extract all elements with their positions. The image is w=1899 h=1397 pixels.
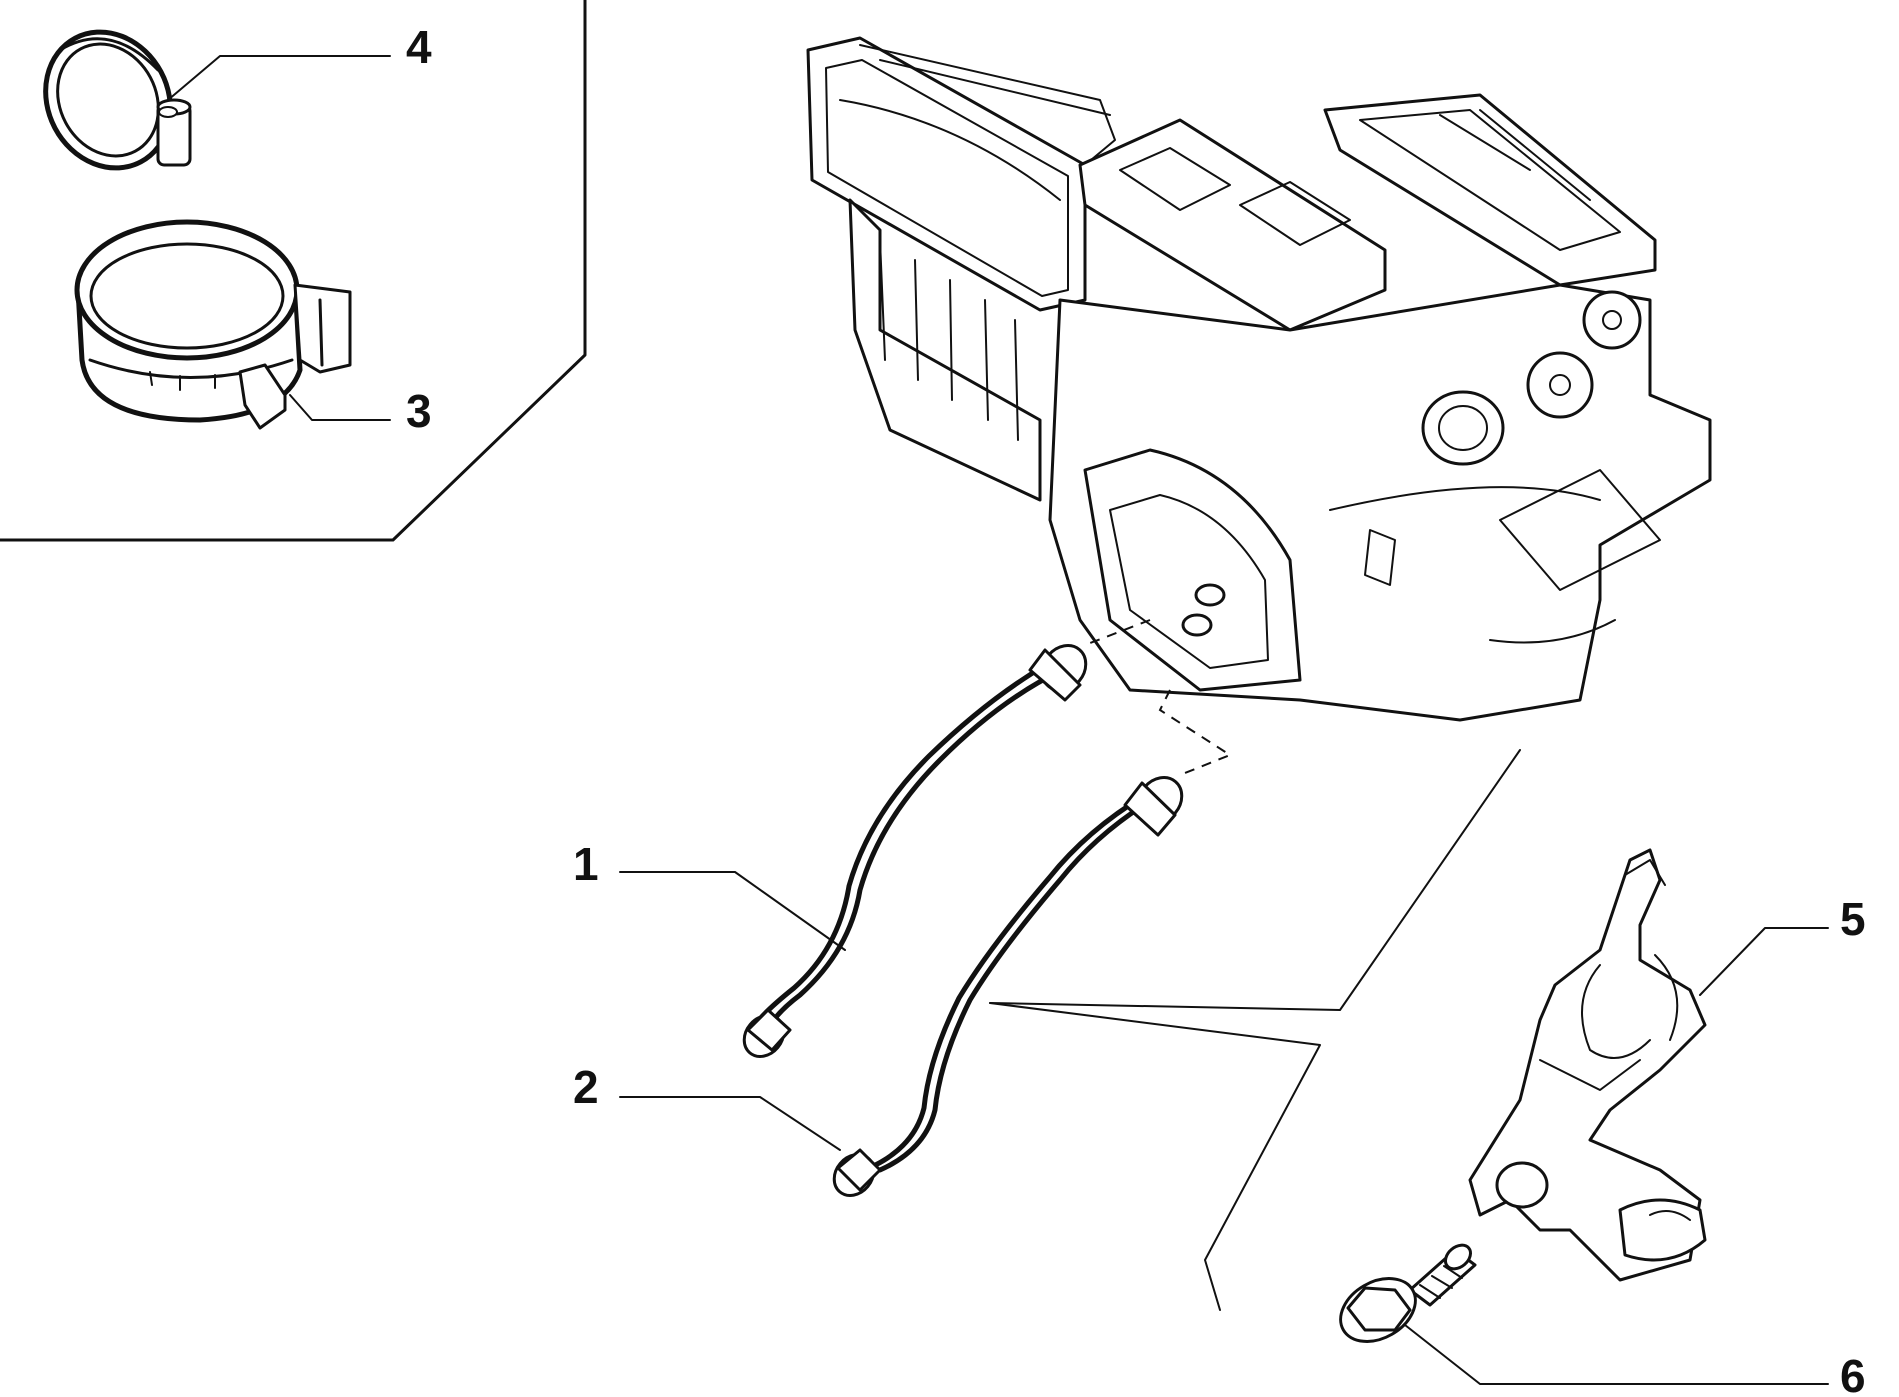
leader-lines xyxy=(167,55,1829,1385)
callout-5: 5 xyxy=(1840,893,1866,945)
hose-icon[interactable] xyxy=(736,637,1095,1065)
leader-line-6 xyxy=(1404,1324,1829,1385)
callout-6: 6 xyxy=(1840,1350,1866,1397)
callout-4: 4 xyxy=(406,21,432,73)
inset-frame xyxy=(0,0,587,542)
leader-line-3 xyxy=(289,394,391,421)
leader-line-2 xyxy=(619,1096,841,1151)
callout-labels: 4 3 1 2 5 6 xyxy=(406,21,1866,1397)
heater-hvac-housing-icon xyxy=(806,36,1712,722)
callout-2: 2 xyxy=(573,1061,599,1113)
callout-3: 3 xyxy=(406,385,432,437)
leader-line-5 xyxy=(1699,927,1829,996)
hose-clamp-small-icon[interactable] xyxy=(22,10,194,190)
assembly-dashed-leader xyxy=(1084,619,1233,776)
leader-line-4 xyxy=(167,55,391,101)
hose-clamp-wide-icon[interactable] xyxy=(74,219,352,430)
callout-1: 1 xyxy=(573,838,599,890)
mounting-bracket-icon[interactable] xyxy=(1468,848,1707,1282)
flange-bolt-icon[interactable] xyxy=(1329,1240,1477,1354)
leader-line-1 xyxy=(619,871,846,951)
bracket-pointer-lines xyxy=(989,749,1521,1311)
hose-icon[interactable] xyxy=(826,769,1191,1204)
